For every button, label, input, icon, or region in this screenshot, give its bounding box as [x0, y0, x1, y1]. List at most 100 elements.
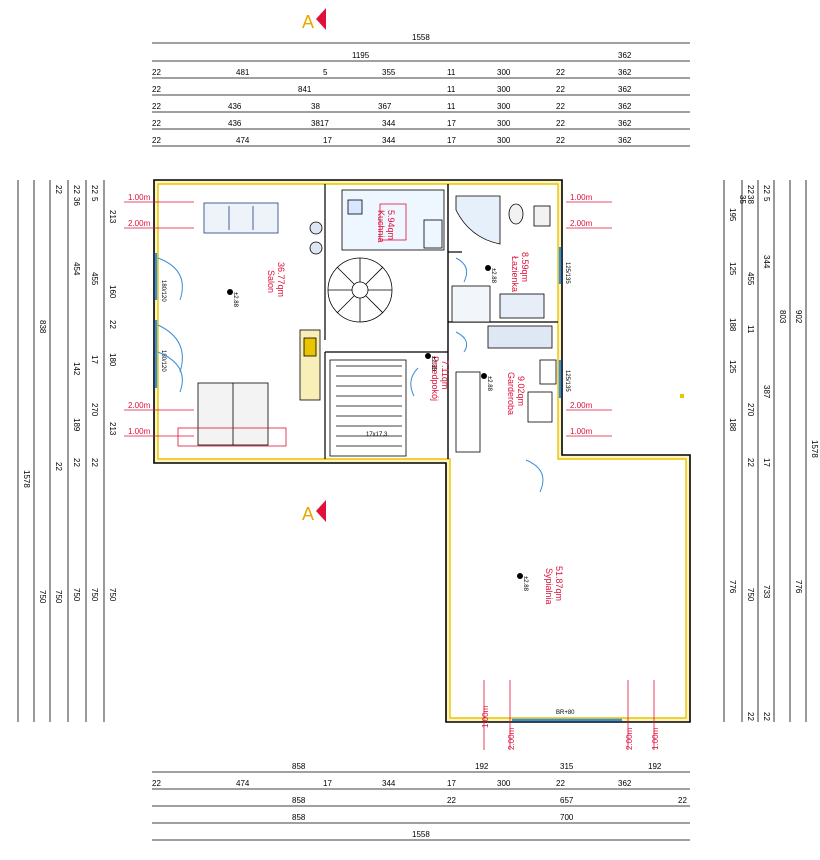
- height-label: 2.00m: [625, 727, 634, 750]
- dim-text: 22: [152, 68, 161, 77]
- dim-text: 436: [228, 102, 242, 111]
- windows: [154, 247, 622, 722]
- top-dimension-lines: [152, 42, 690, 147]
- dim-text: 362: [618, 119, 632, 128]
- dim-text: 142: [72, 362, 81, 376]
- dim-text: 22: [678, 796, 687, 805]
- section-marker-label: A: [302, 504, 314, 524]
- dim-text: 455: [746, 272, 755, 286]
- dim-text: 776: [794, 580, 803, 594]
- window-label: BR+80: [556, 710, 575, 716]
- room-label-kuchnia: Kuchnia 5.94qm: [376, 210, 396, 243]
- svg-text:51.87qm: 51.87qm: [554, 566, 564, 601]
- height-label: 1.00m: [128, 427, 151, 436]
- dim-text: 1558: [412, 33, 430, 42]
- dim-text: 344: [762, 255, 771, 269]
- dim-text: 22: [90, 458, 99, 467]
- svg-text:Łazienka: Łazienka: [510, 256, 520, 292]
- dim-text: 22: [762, 712, 771, 721]
- furniture: [177, 189, 557, 457]
- height-label: 2.00m: [128, 219, 151, 228]
- dim-text: 5: [323, 68, 328, 77]
- dim-text: 657: [560, 796, 574, 805]
- level-label: ±2.88: [486, 376, 492, 392]
- height-label: 1.00m: [570, 427, 593, 436]
- svg-text:7.11qm: 7.11qm: [440, 360, 450, 389]
- svg-text:Salon: Salon: [266, 270, 276, 293]
- height-label: 1.00m: [570, 193, 593, 202]
- dim-text: 733: [762, 585, 771, 599]
- dim-text: 22: [152, 102, 161, 111]
- dim-text: 362: [618, 68, 632, 77]
- dim-text: 344: [382, 136, 396, 145]
- dim-text: 474: [236, 779, 250, 788]
- dim-text: 22: [152, 119, 161, 128]
- height-label: 1.00m: [651, 727, 660, 750]
- dim-text: 436: [228, 119, 242, 128]
- svg-text:36.77qm: 36.77qm: [276, 262, 286, 297]
- dim-text: 22: [152, 779, 161, 788]
- dim-text: 454: [72, 262, 81, 276]
- dim-text: 750: [72, 588, 81, 602]
- dim-text: 188: [728, 418, 737, 432]
- dim-text: 22: [447, 796, 456, 805]
- dim-text: 17: [762, 458, 771, 467]
- dim-text: 11: [447, 68, 456, 77]
- left-dimension-lines: [17, 180, 105, 722]
- dim-text: 300: [497, 85, 511, 94]
- dim-text: 355: [382, 68, 396, 77]
- building-walls: [153, 179, 691, 723]
- svg-text:Sypialnia: Sypialnia: [544, 568, 554, 605]
- dim-text: 300: [497, 136, 511, 145]
- dim-text: 362: [618, 102, 632, 111]
- dim-text: 22: [152, 136, 161, 145]
- window-label: 180/120: [160, 350, 166, 372]
- dim-text: 213: [108, 210, 117, 224]
- dim-text: 841: [298, 85, 312, 94]
- dim-text: 858: [292, 813, 306, 822]
- dim-text: 858: [292, 762, 306, 771]
- section-marker-top: A: [302, 8, 326, 32]
- dim-text: 1578: [810, 440, 819, 458]
- dim-text: 750: [746, 588, 755, 602]
- dim-text: 22: [54, 185, 63, 194]
- dim-text: 22: [556, 136, 565, 145]
- dim-text: 750: [108, 588, 117, 602]
- level-label: ±2.88: [232, 292, 238, 308]
- dim-text: 22: [556, 68, 565, 77]
- dim-text: 750: [54, 590, 63, 604]
- dim-text: 17: [447, 136, 456, 145]
- dim-text: 776: [728, 580, 737, 594]
- dim-text: 838: [38, 320, 47, 334]
- dim-text: 300: [497, 102, 511, 111]
- door-swings: [157, 257, 544, 493]
- window-label: 180/120: [160, 280, 166, 302]
- section-marker-label: A: [302, 12, 314, 32]
- dim-text: 803: [778, 310, 787, 324]
- dim-text: 362: [618, 136, 632, 145]
- room-label-sypialnia: Sypialnia 51.87qm: [544, 566, 564, 605]
- level-label: ±2.88: [430, 356, 436, 372]
- dim-text: 362: [618, 51, 632, 60]
- dim-text: 387: [762, 385, 771, 399]
- left-dimension-texts: 1578 838 750 22 22 750 22 36 454 142 189…: [22, 185, 117, 604]
- dim-text: 315: [560, 762, 574, 771]
- window-label: 125/135: [564, 262, 570, 284]
- svg-text:17x17,3: 17x17,3: [366, 432, 388, 438]
- dim-text: 195: [728, 208, 737, 222]
- height-label: 1.00m: [481, 705, 490, 728]
- level-markers: ±2.88 ±2.88 ±2.88 ±2.88 ±2.88: [227, 265, 528, 592]
- room-labels: Salon 36.77qm Kuchnia 5.94qm Łazienka 8.…: [266, 210, 564, 605]
- dim-text: 300: [497, 779, 511, 788]
- height-marker-lines: [124, 201, 655, 750]
- dim-text: 17: [447, 779, 456, 788]
- dim-text: 35: [738, 195, 747, 204]
- dim-text: 344: [382, 779, 396, 788]
- dim-text: 455: [90, 272, 99, 286]
- height-label: 2.00m: [570, 401, 593, 410]
- dim-text: 188: [728, 318, 737, 332]
- svg-text:Przedpokój: Przedpokój: [430, 356, 440, 401]
- svg-text:5.94qm: 5.94qm: [386, 210, 396, 240]
- bottom-dimension-texts: 858 192 315 192 22 474 17 344 17 300 22 …: [152, 762, 687, 839]
